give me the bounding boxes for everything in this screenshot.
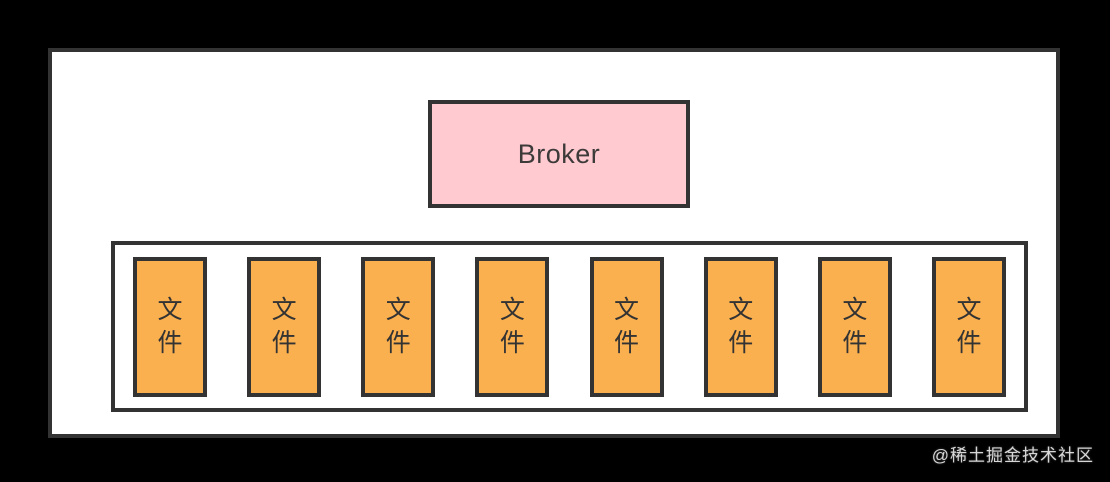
file-box: 文件 — [133, 256, 207, 397]
file-label: 文件 — [385, 296, 411, 357]
file-box: 文件 — [475, 256, 550, 397]
file-box: 文件 — [589, 256, 664, 397]
file-label: 文件 — [614, 296, 640, 357]
broker-box: Broker — [428, 100, 690, 208]
watermark: @稀土掘金技术社区 — [931, 446, 1094, 465]
file-label: 文件 — [271, 296, 297, 357]
file-label: 文件 — [499, 296, 525, 357]
file-box: 文件 — [817, 256, 892, 397]
file-row-container: 文件 文件 文件 文件 文件 文件 文件 文件 — [111, 241, 1028, 412]
file-label: 文件 — [157, 296, 183, 357]
file-box: 文件 — [703, 256, 778, 397]
broker-label: Broker — [517, 138, 601, 169]
file-label: 文件 — [842, 296, 868, 357]
file-box: 文件 — [247, 256, 322, 397]
file-box: 文件 — [361, 256, 436, 397]
diagram-panel: Broker 文件 文件 文件 文件 文件 文件 文件 — [48, 48, 1060, 438]
file-label: 文件 — [728, 296, 754, 357]
file-label: 文件 — [956, 296, 982, 357]
file-box: 文件 — [931, 256, 1006, 397]
